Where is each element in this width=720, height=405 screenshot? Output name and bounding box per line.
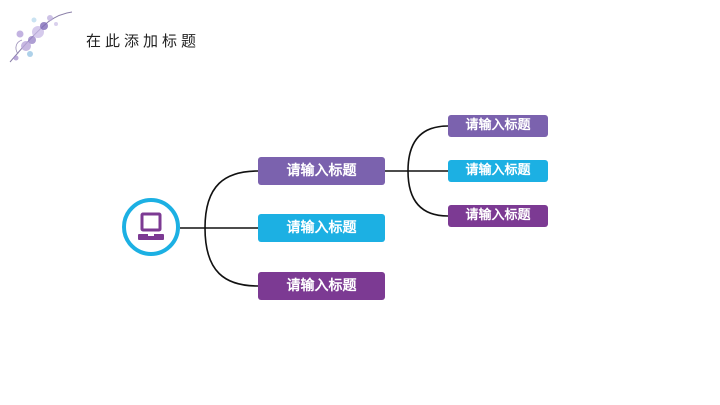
slide-title: 在此添加标题	[86, 32, 201, 50]
sub-branch-node-2: 请输入标题	[448, 160, 548, 182]
sub-branch-connector-1	[407, 125, 449, 172]
sub-branch-node-3: 请输入标题	[448, 205, 548, 227]
branch-connector-3	[204, 227, 259, 287]
sub-branch-node-1: 请输入标题	[448, 115, 548, 137]
laptop-icon	[138, 212, 164, 240]
branch-node-3: 请输入标题	[258, 272, 385, 300]
sub-branch-connector-3	[407, 170, 449, 217]
flower-decoration-icon	[9, 11, 73, 63]
central-hub	[122, 198, 180, 256]
branch-node-2: 请输入标题	[258, 214, 385, 242]
branch-node-1: 请输入标题	[258, 157, 385, 185]
branch-connector-1	[204, 170, 259, 229]
